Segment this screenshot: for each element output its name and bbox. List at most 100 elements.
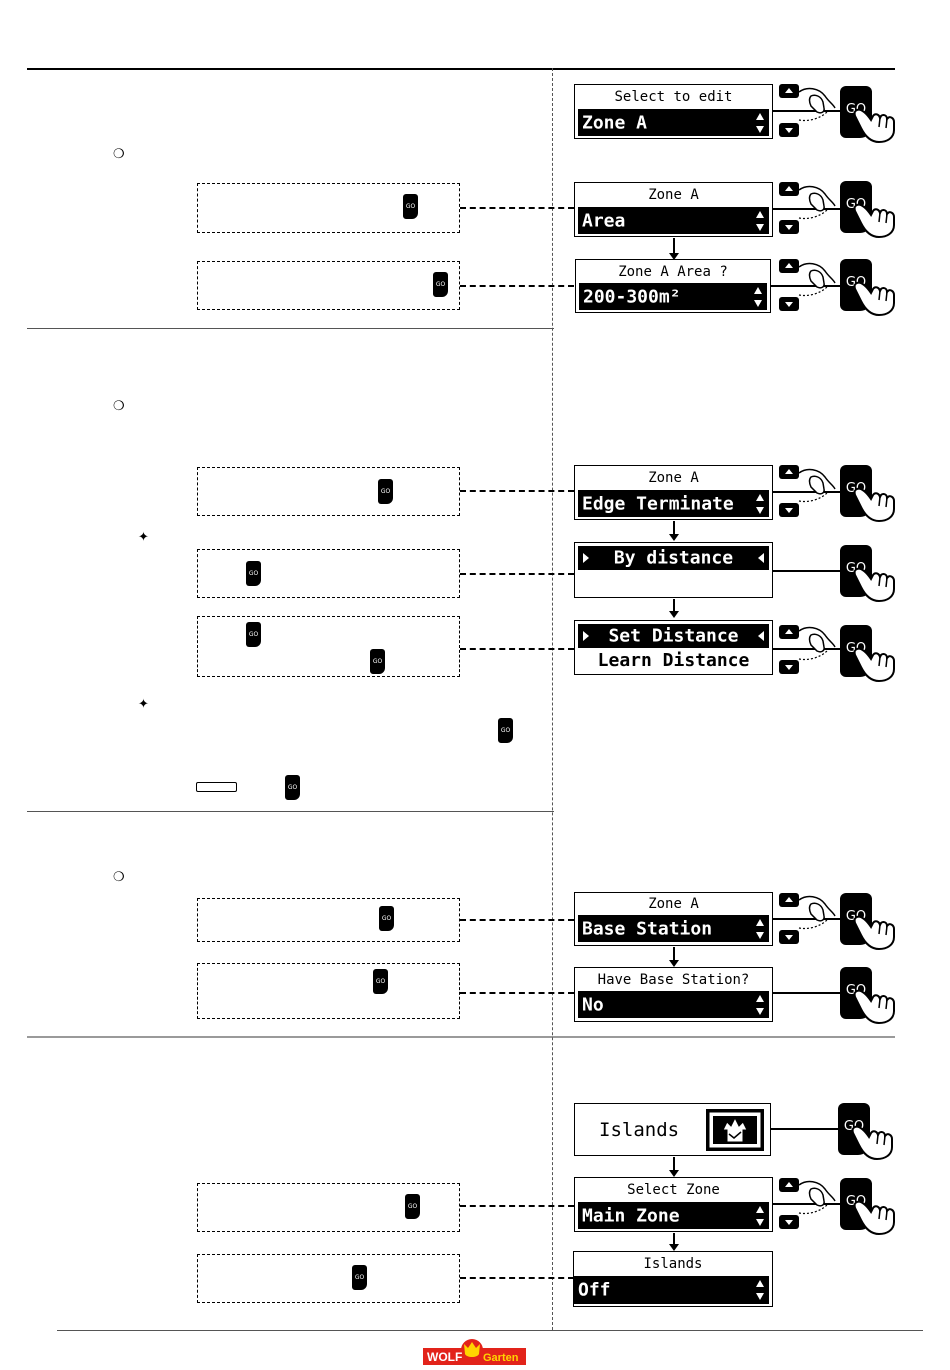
dashed-connector [460, 648, 574, 650]
instruction-box [197, 616, 460, 677]
down-arrow [669, 1157, 679, 1177]
lcd-have-base-station: Have Base Station? No [574, 967, 773, 1022]
up-down-arrows-icon [756, 994, 764, 1015]
lcd-value: Area [582, 210, 626, 231]
lcd-value-bar: Main Zone [578, 1202, 769, 1229]
pressing-hand-icon [853, 100, 897, 144]
svg-text:WOLF: WOLF [427, 1350, 462, 1364]
up-down-arrows-icon [756, 210, 764, 231]
up-key-icon [779, 893, 799, 907]
lcd-title: Islands [643, 1256, 703, 1272]
lcd-select-to-edit: Select to edit Zone A [574, 84, 773, 139]
up-down-arrows-icon [756, 1280, 764, 1300]
islands-icon [706, 1109, 764, 1151]
screen-connector [771, 285, 843, 287]
lcd-edge-terminate: Zone A Edge Terminate [574, 465, 773, 520]
go-button-icon: GO [246, 561, 261, 586]
lcd-value: By distance [613, 547, 734, 569]
down-key-icon [779, 660, 799, 674]
go-button-icon: GO [246, 622, 261, 647]
lcd-value-bar: Off [574, 1276, 769, 1304]
down-arrow [669, 599, 679, 618]
finger-swipe-icon [797, 1179, 837, 1219]
lcd-title: Select to edit [614, 89, 733, 105]
lcd-menu-label: Islands [599, 1119, 680, 1141]
svg-text:Garten: Garten [483, 1352, 519, 1364]
go-button-icon: GO [378, 479, 393, 504]
lcd-value-bar: By distance [578, 546, 769, 570]
pressing-hand-icon [853, 195, 897, 239]
screen-connector [773, 491, 843, 493]
lcd-zone-a-area: Zone A Area [574, 182, 773, 237]
lcd-islands-menu: Islands [574, 1103, 771, 1156]
screen-connector [773, 570, 843, 572]
key-rectangle-icon [196, 782, 237, 792]
lcd-title: Zone A [648, 187, 699, 203]
dashed-connector [460, 207, 574, 209]
pressing-hand-icon [853, 907, 897, 951]
finger-swipe-icon [797, 261, 837, 301]
up-down-arrows-icon [756, 493, 764, 514]
selector-right-icon [758, 553, 764, 563]
up-key-icon [779, 465, 799, 479]
lcd-value-bar: 200-300m² [579, 283, 767, 310]
section-rule-top [27, 68, 895, 70]
up-key-icon [779, 84, 799, 98]
selector-right-icon [758, 631, 764, 641]
lcd-by-distance: By distance [574, 542, 773, 598]
up-down-arrows-icon [756, 918, 764, 939]
instruction-box [197, 183, 460, 233]
lcd-value: Zone A [582, 112, 648, 133]
lcd-value-bar: Base Station [578, 915, 769, 942]
finger-swipe-icon [797, 894, 837, 934]
lcd-title: Zone A Area ? [618, 264, 728, 280]
star-bullet: ✦ [138, 697, 149, 712]
instruction-box [197, 1183, 460, 1232]
lcd-zone-a-area-question: Zone A Area ? 200-300m² [575, 259, 771, 313]
lcd-value-bar: Set Distance [578, 624, 769, 648]
selector-left-icon [583, 553, 589, 563]
dashed-connector [460, 992, 574, 994]
section-rule-2 [27, 328, 554, 329]
pressing-hand-icon [853, 981, 897, 1025]
go-button-icon: GO [405, 1194, 420, 1219]
down-key-icon [779, 1215, 799, 1229]
up-key-icon [779, 1178, 799, 1192]
go-button-icon: GO [285, 775, 300, 800]
down-arrow [669, 238, 679, 260]
up-key-icon [779, 259, 799, 273]
pressing-hand-icon [853, 1192, 897, 1236]
dashed-connector [460, 573, 574, 575]
down-arrow [669, 521, 679, 541]
lcd-title: Zone A [648, 896, 699, 912]
go-button-icon: GO [498, 718, 513, 743]
lcd-title: Have Base Station? [597, 972, 750, 988]
column-divider [552, 68, 553, 1330]
dashed-connector [460, 1205, 574, 1207]
finger-swipe-icon [797, 86, 837, 126]
up-down-arrows-icon [756, 112, 764, 133]
instruction-box [197, 467, 460, 516]
down-key-icon [779, 123, 799, 137]
down-arrow [669, 947, 679, 967]
lcd-value: Edge Terminate [582, 493, 734, 514]
lcd-value: 200-300m² [583, 286, 681, 307]
instruction-box [197, 898, 460, 942]
screen-connector [773, 1203, 843, 1205]
pressing-hand-icon [853, 479, 897, 523]
screen-connector [773, 110, 843, 112]
go-button-icon: GO [433, 272, 448, 297]
up-key-icon [779, 182, 799, 196]
selector-left-icon [583, 631, 589, 641]
go-button-icon: GO [352, 1265, 367, 1290]
screen-connector [773, 992, 843, 994]
down-arrow [669, 1233, 679, 1251]
down-key-icon [779, 503, 799, 517]
dashed-connector [460, 285, 574, 287]
lcd-base-station: Zone A Base Station [574, 892, 773, 946]
go-button-icon: GO [370, 649, 385, 674]
go-button-icon: GO [373, 969, 388, 994]
lcd-value: No [582, 994, 604, 1015]
lcd-second-line: Learn Distance [597, 650, 750, 671]
go-button-icon: GO [379, 906, 394, 931]
